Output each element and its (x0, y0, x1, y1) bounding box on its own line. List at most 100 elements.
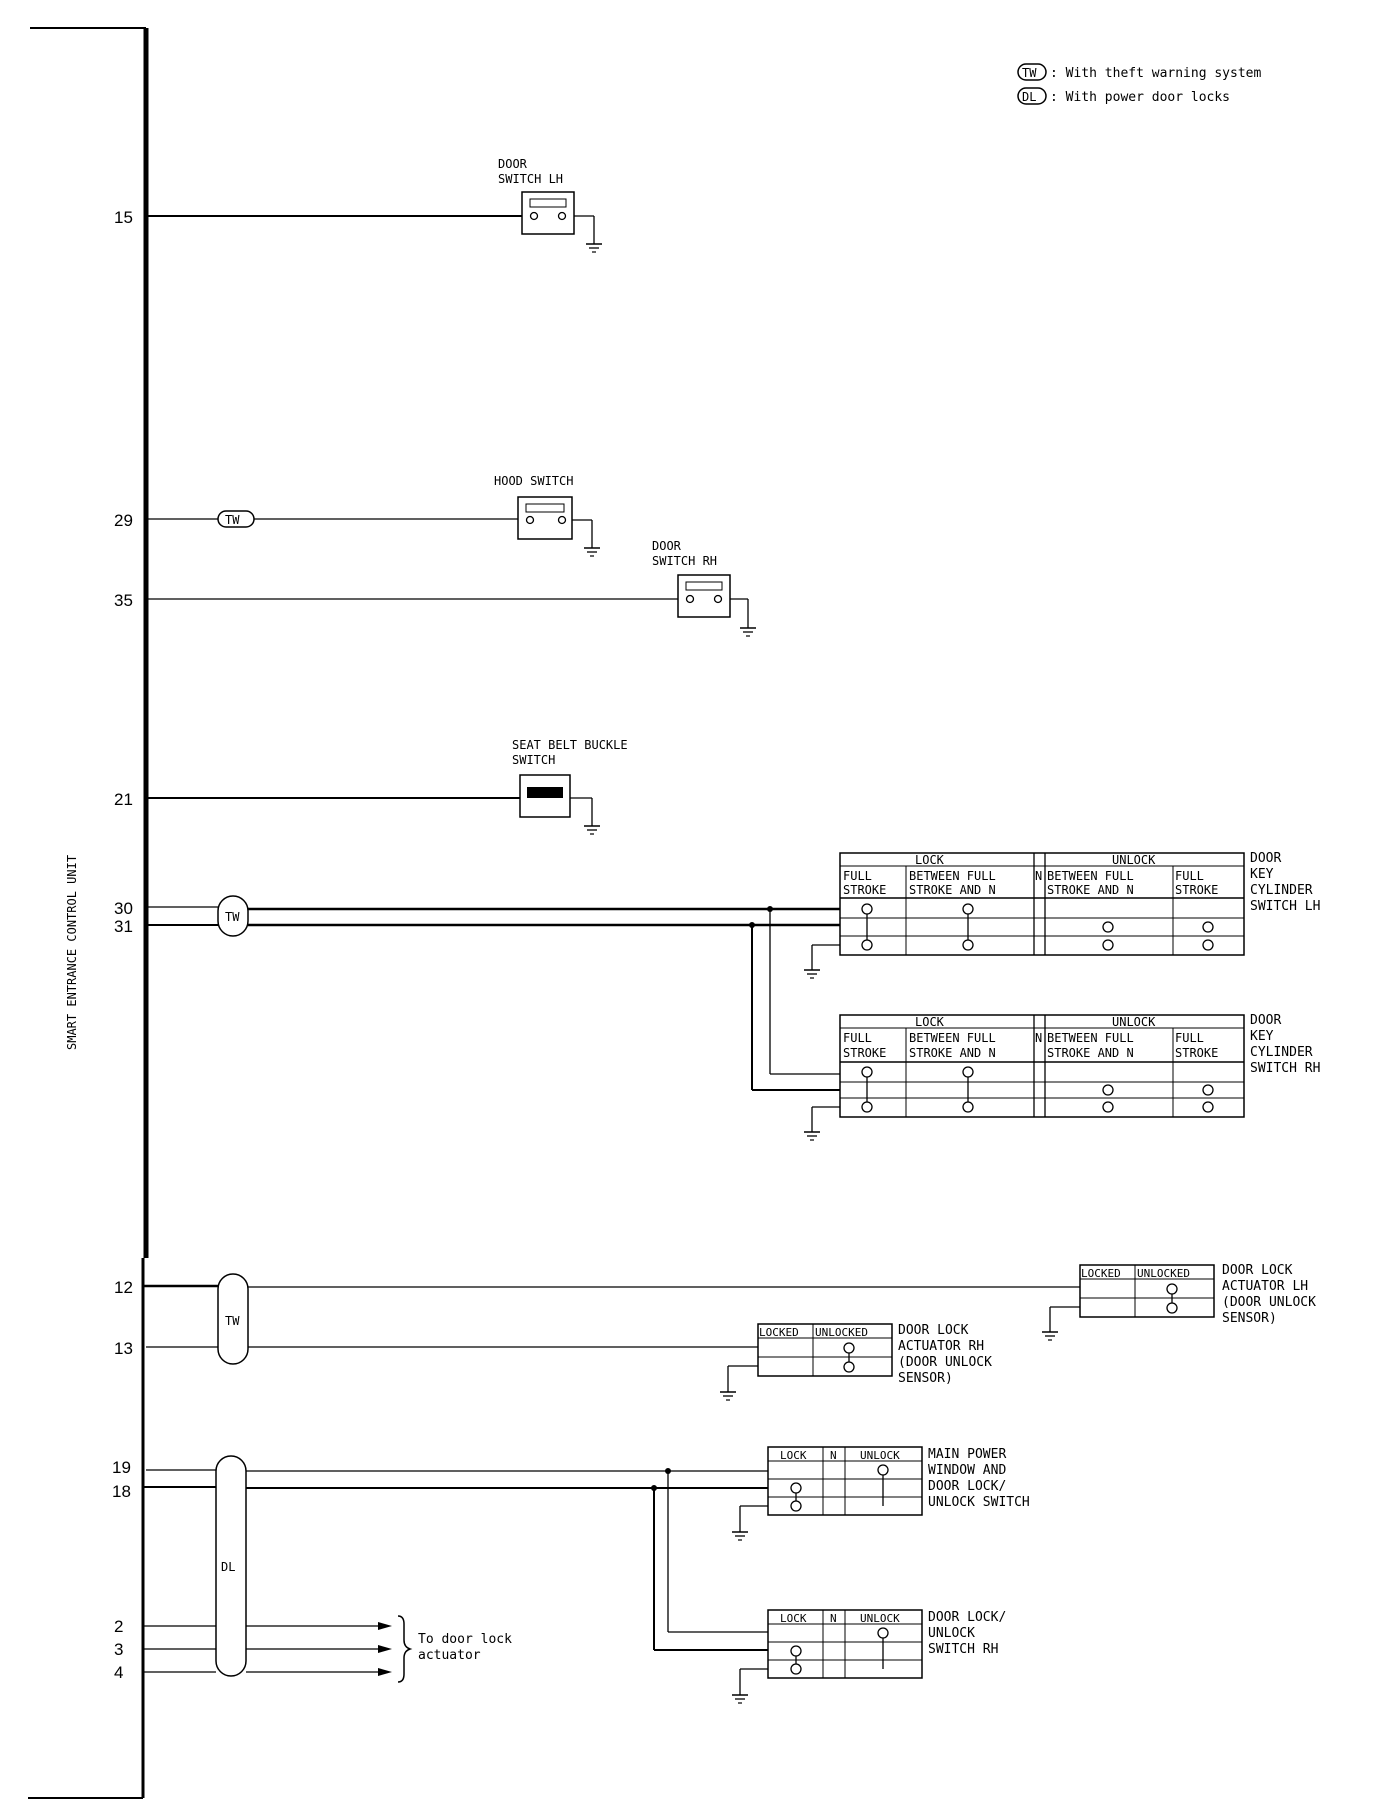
pin-21: 21 (114, 790, 133, 809)
pin-13: 13 (114, 1339, 133, 1358)
svg-text:(DOOR UNLOCK: (DOOR UNLOCK (1222, 1295, 1316, 1310)
pin-19: 19 (112, 1458, 131, 1477)
door-lock-actuator-arrows: To door lock actuator (246, 1615, 512, 1683)
svg-text:ACTUATOR LH: ACTUATOR LH (1222, 1279, 1308, 1294)
svg-text:UNLOCK: UNLOCK (860, 1612, 900, 1625)
svg-text:BETWEEN FULL: BETWEEN FULL (1047, 1031, 1134, 1045)
svg-text:UNLOCK: UNLOCK (860, 1449, 900, 1462)
svg-text:LOCKED: LOCKED (1081, 1267, 1121, 1280)
pin-18: 18 (112, 1482, 131, 1501)
svg-text:SWITCH LH: SWITCH LH (1250, 899, 1320, 914)
hood-tw-connector: TW (225, 513, 240, 527)
svg-text:STROKE: STROKE (843, 1046, 886, 1060)
svg-text:STROKE AND N: STROKE AND N (909, 1046, 996, 1060)
svg-text:HOOD SWITCH: HOOD SWITCH (494, 474, 573, 488)
door-switch-lh: DOOR SWITCH LH (146, 157, 602, 253)
svg-text:DOOR: DOOR (1250, 851, 1281, 866)
door-lock-actuator-rh: LOCKED UNLOCKED DOOR LOCK ACTUATOR RH (D… (720, 1323, 992, 1401)
key-cyl-tw-connector: TW (225, 910, 240, 924)
svg-text:BETWEEN FULL: BETWEEN FULL (1047, 869, 1134, 883)
hood-switch: TW HOOD SWITCH (146, 474, 600, 557)
svg-text:DOOR LOCK/: DOOR LOCK/ (928, 1479, 1006, 1494)
pins-12-13-wiring: TW (143, 1273, 1080, 1365)
svg-text:ACTUATOR RH: ACTUATOR RH (898, 1339, 984, 1354)
svg-text:SENSOR): SENSOR) (898, 1371, 953, 1386)
svg-text:DOOR LOCK: DOOR LOCK (898, 1323, 969, 1338)
svg-text:BETWEEN FULL: BETWEEN FULL (909, 869, 996, 883)
pin-numbers: 15 29 35 21 30 31 12 13 19 18 2 3 4 (112, 208, 133, 1682)
svg-text:SENSOR): SENSOR) (1222, 1311, 1277, 1326)
svg-text:MAIN POWER: MAIN POWER (928, 1447, 1006, 1462)
svg-text:(DOOR UNLOCK: (DOOR UNLOCK (898, 1355, 992, 1370)
svg-text:STROKE: STROKE (1175, 883, 1218, 897)
svg-text:N: N (1035, 1031, 1042, 1045)
svg-text:DOOR LOCK/: DOOR LOCK/ (928, 1610, 1006, 1625)
svg-text:UNLOCK: UNLOCK (1112, 1015, 1156, 1029)
legend-dl-tag: DL (1022, 90, 1036, 104)
svg-text:KEY: KEY (1250, 1029, 1274, 1044)
svg-text:LOCK: LOCK (780, 1449, 807, 1462)
svg-text:DOOR: DOOR (1250, 1013, 1281, 1028)
door-key-cylinder-switch-rh: LOCK UNLOCK FULL STROKE BETWEEN FULL STR… (804, 1013, 1320, 1141)
svg-text:LOCK: LOCK (915, 853, 945, 867)
pin-15: 15 (114, 208, 133, 227)
pin-35: 35 (114, 591, 133, 610)
svg-text:DOOR: DOOR (498, 157, 528, 171)
svg-text:FULL: FULL (843, 1031, 872, 1045)
svg-text:UNLOCK SWITCH: UNLOCK SWITCH (928, 1495, 1030, 1510)
svg-text:actuator: actuator (418, 1648, 481, 1663)
svg-text:KEY: KEY (1250, 867, 1274, 882)
pin-3: 3 (114, 1640, 123, 1659)
svg-text:SWITCH RH: SWITCH RH (928, 1642, 998, 1657)
svg-text:STROKE AND N: STROKE AND N (1047, 1046, 1134, 1060)
actuator-tw-connector: TW (225, 1314, 240, 1328)
svg-text:FULL: FULL (1175, 869, 1204, 883)
svg-text:DOOR LOCK: DOOR LOCK (1222, 1263, 1293, 1278)
svg-text:SWITCH RH: SWITCH RH (652, 554, 717, 568)
svg-text:CYLINDER: CYLINDER (1250, 1045, 1313, 1060)
svg-text:SEAT BELT BUCKLE: SEAT BELT BUCKLE (512, 738, 628, 752)
svg-text:To door lock: To door lock (418, 1632, 512, 1647)
svg-text:FULL: FULL (1175, 1031, 1204, 1045)
seat-belt-buckle-switch: SEAT BELT BUCKLE SWITCH (146, 738, 628, 835)
svg-text:BETWEEN FULL: BETWEEN FULL (909, 1031, 996, 1045)
control-unit-frame (28, 27, 149, 1799)
legend-dl-text: : With power door locks (1050, 90, 1230, 105)
pin-30: 30 (114, 899, 133, 918)
pin-31: 31 (114, 917, 133, 936)
svg-text:SWITCH LH: SWITCH LH (498, 172, 563, 186)
svg-text:LOCK: LOCK (915, 1015, 945, 1029)
svg-text:CYLINDER: CYLINDER (1250, 883, 1313, 898)
legend: TW : With theft warning system DL : With… (1017, 63, 1261, 105)
svg-text:STROKE AND N: STROKE AND N (1047, 883, 1134, 897)
svg-text:SWITCH RH: SWITCH RH (1250, 1061, 1320, 1076)
svg-text:UNLOCKED: UNLOCKED (1137, 1267, 1190, 1280)
control-unit-label: SMART ENTRANCE CONTROL UNIT (65, 855, 79, 1050)
dl-connector: DL (221, 1560, 235, 1574)
door-key-cylinder-switch-lh: LOCK UNLOCK FULL STROKE BETWEEN FULL STR… (804, 851, 1320, 979)
pin-2: 2 (114, 1617, 123, 1636)
svg-text:UNLOCK: UNLOCK (928, 1626, 975, 1641)
pin-12: 12 (114, 1278, 133, 1297)
pins-19-18-wiring: DL (143, 1455, 768, 1677)
svg-text:STROKE: STROKE (1175, 1046, 1218, 1060)
pin-4: 4 (114, 1663, 123, 1682)
svg-text:STROKE AND N: STROKE AND N (909, 883, 996, 897)
svg-text:UNLOCKED: UNLOCKED (815, 1326, 868, 1339)
svg-text:N: N (830, 1449, 837, 1462)
door-lock-actuator-lh: LOCKED UNLOCKED DOOR LOCK ACTUATOR LH (D… (1042, 1263, 1316, 1341)
legend-tw-tag: TW (1022, 66, 1037, 80)
legend-tw-text: : With theft warning system (1050, 66, 1261, 81)
pins-30-31-wiring: TW (146, 895, 840, 1091)
svg-text:FULL: FULL (843, 869, 872, 883)
svg-text:UNLOCK: UNLOCK (1112, 853, 1156, 867)
svg-text:LOCK: LOCK (780, 1612, 807, 1625)
svg-text:LOCKED: LOCKED (759, 1326, 799, 1339)
svg-text:N: N (830, 1612, 837, 1625)
svg-text:N: N (1035, 869, 1042, 883)
door-lock-unlock-switch-rh: LOCK N UNLOCK DOOR LOCK/ UNLOCK SWITCH R… (732, 1609, 1006, 1704)
door-switch-rh: DOOR SWITCH RH (146, 539, 756, 637)
svg-text:SWITCH: SWITCH (512, 753, 555, 767)
svg-text:STROKE: STROKE (843, 883, 886, 897)
pin-29: 29 (114, 511, 133, 530)
